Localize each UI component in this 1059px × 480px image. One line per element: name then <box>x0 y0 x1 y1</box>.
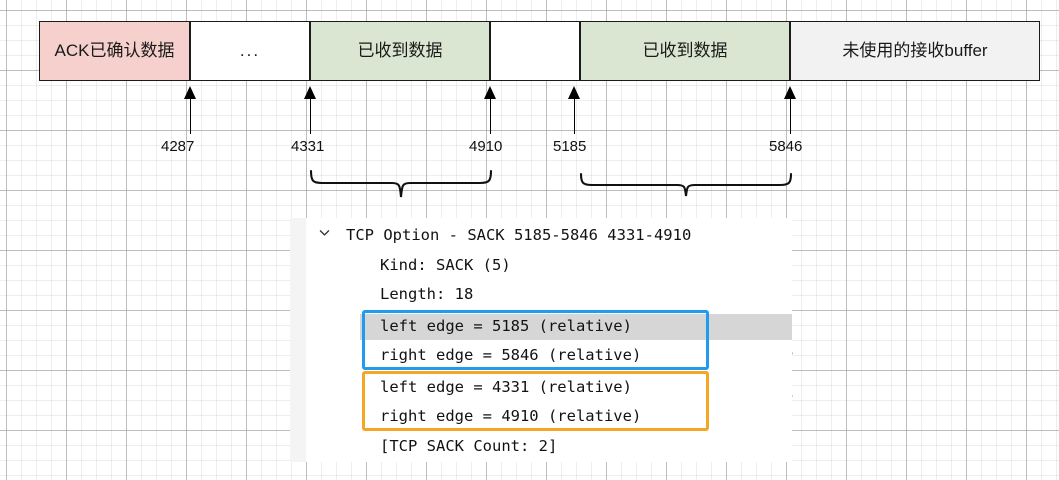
annotation-box-sack-block-2 <box>362 371 709 431</box>
panel-gutter <box>290 218 306 462</box>
tree-node-kind[interactable]: Kind: SACK (5) <box>380 256 511 274</box>
buffer-segment-label: ... <box>239 41 261 61</box>
tree-node-block1-left-edge[interactable]: left edge = 5185 (relative) <box>380 317 632 335</box>
buffer-segment-label: 未使用的接收buffer <box>842 41 988 61</box>
brace-sack-block-5185-5846 <box>579 172 793 197</box>
marker-label-5846: 5846 <box>769 138 803 155</box>
up-arrow-icon-4910 <box>483 86 497 134</box>
buffer-segment-ack-confirmed: ACK已确认数据 <box>39 21 190 81</box>
tree-node-block2-right-edge[interactable]: right edge = 4910 (relative) <box>380 407 642 425</box>
up-arrow-icon-4287 <box>183 86 197 134</box>
up-arrow-icon-5185 <box>567 86 581 134</box>
marker-label-4910: 4910 <box>469 138 503 155</box>
tree-node-length[interactable]: Length: 18 <box>380 285 474 303</box>
tree-node-block2-left-edge[interactable]: left edge = 4331 (relative) <box>380 378 632 396</box>
buffer-segment-received-2: 已收到数据 <box>580 21 790 81</box>
tree-node-block1-right-edge[interactable]: right edge = 5846 (relative) <box>380 346 642 364</box>
buffer-segment-label: 已收到数据 <box>642 41 728 61</box>
buffer-segment-received-1: 已收到数据 <box>310 21 490 81</box>
marker-label-4287: 4287 <box>161 138 195 155</box>
brace-sack-block-4331-4910 <box>309 169 493 198</box>
annotation-box-sack-block-1 <box>362 310 709 370</box>
buffer-segment-gap-1: ... <box>190 21 310 81</box>
wireshark-detail-panel[interactable]: TCP Option - SACK 5185-5846 4331-4910 Ki… <box>290 218 792 462</box>
buffer-segment-label: 已收到数据 <box>357 41 443 61</box>
buffer-segment-unused-buffer: 未使用的接收buffer <box>790 21 1040 81</box>
marker-label-5185: 5185 <box>553 138 587 155</box>
tree-node-tcp-option-sack[interactable]: TCP Option - SACK 5185-5846 4331-4910 <box>346 226 692 244</box>
marker-label-4331: 4331 <box>291 138 325 155</box>
chevron-down-icon[interactable] <box>318 226 331 239</box>
up-arrow-icon-4331 <box>303 86 317 134</box>
tree-node-sack-count[interactable]: [TCP SACK Count: 2] <box>380 437 558 455</box>
up-arrow-icon-5846 <box>783 86 797 134</box>
buffer-segment-gap-2 <box>490 21 580 81</box>
buffer-segment-label: ACK已确认数据 <box>54 41 175 61</box>
row-selection-highlight <box>360 314 792 340</box>
